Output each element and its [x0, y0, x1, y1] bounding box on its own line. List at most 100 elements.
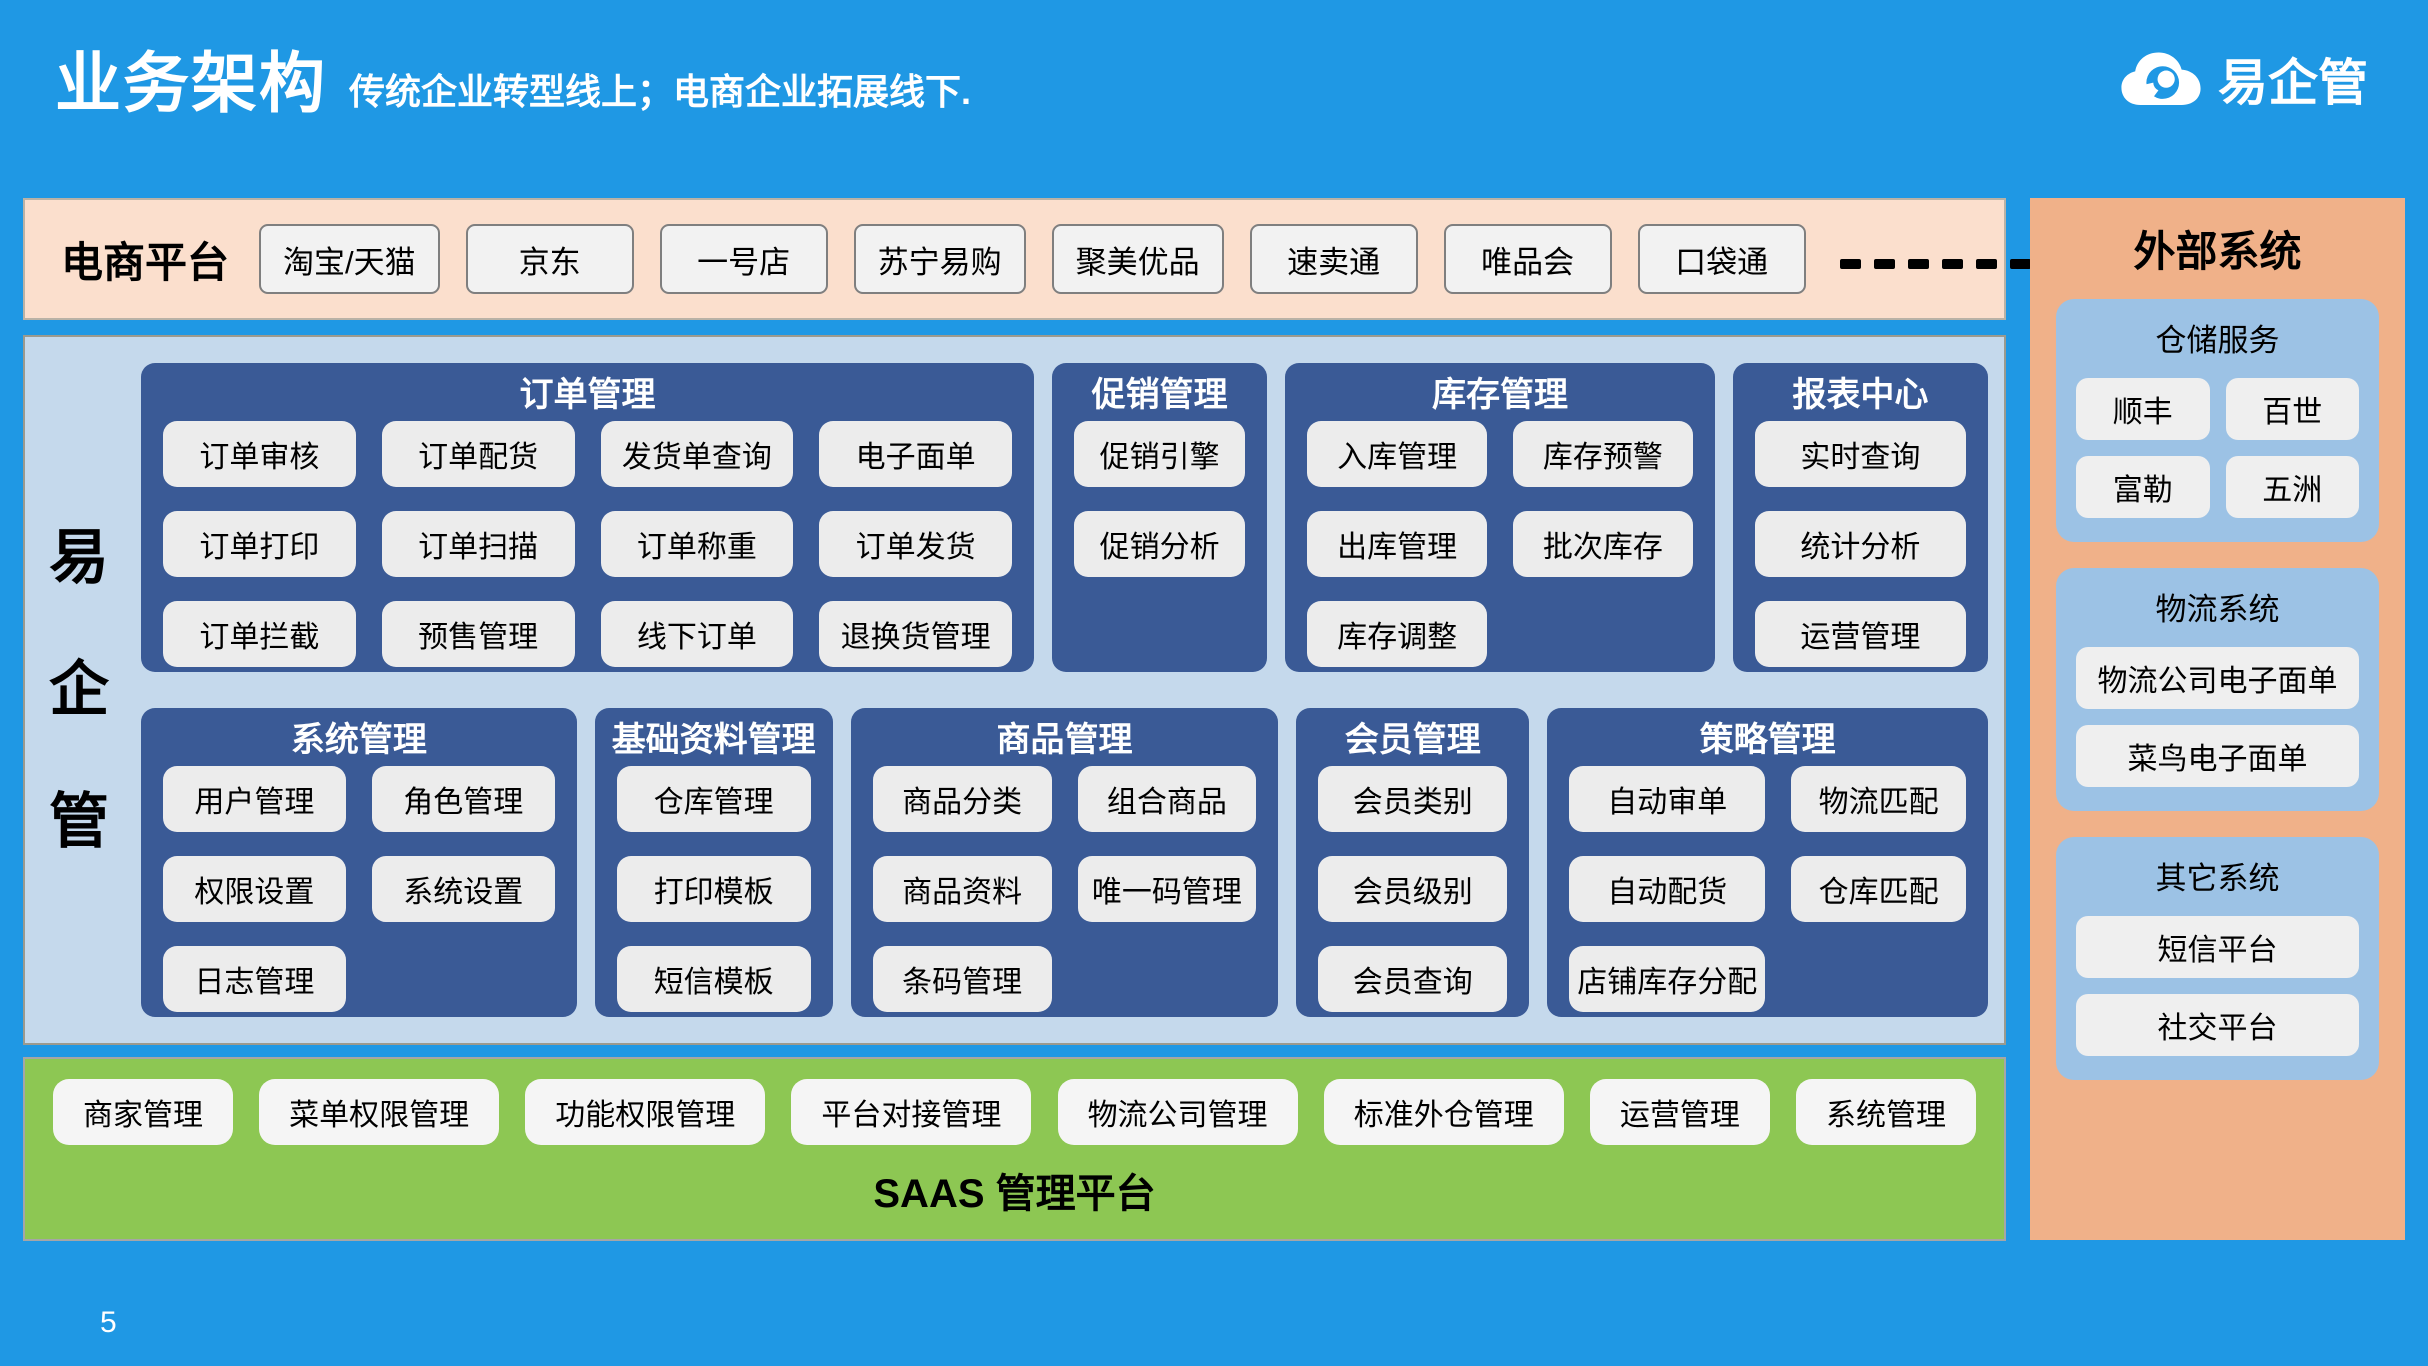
- module-panel: 库存管理入库管理库存预警出库管理批次库存库存调整: [1285, 363, 1715, 672]
- module-button[interactable]: 电子面单: [819, 421, 1012, 487]
- platform-button[interactable]: 京东: [465, 224, 634, 294]
- module-button[interactable]: 库存调整: [1307, 601, 1487, 667]
- module-button[interactable]: 店铺库存分配: [1569, 946, 1766, 1012]
- module-panel-grid: 入库管理库存预警出库管理批次库存库存调整: [1285, 419, 1714, 672]
- module-button[interactable]: 订单称重: [600, 511, 794, 577]
- external-system-button[interactable]: 短信平台: [2076, 916, 2359, 978]
- saas-module-button[interactable]: 系统管理: [1795, 1079, 1976, 1145]
- module-button[interactable]: 统计分析: [1754, 511, 1966, 577]
- module-button[interactable]: 短信模板: [616, 946, 811, 1012]
- module-button[interactable]: 订单审核: [163, 421, 356, 487]
- module-button[interactable]: 实时查询: [1754, 421, 1966, 487]
- module-button[interactable]: 组合商品: [1077, 766, 1257, 832]
- module-button[interactable]: 会员查询: [1318, 946, 1508, 1012]
- module-button[interactable]: 会员级别: [1318, 856, 1508, 922]
- module-button[interactable]: 订单配货: [381, 421, 575, 487]
- platform-list: 淘宝/天猫京东一号店苏宁易购聚美优品速卖通唯品会口袋通: [259, 224, 1806, 294]
- module-panel: 商品管理商品分类组合商品商品资料唯一码管理条码管理: [850, 708, 1279, 1017]
- module-button[interactable]: 订单拦截: [163, 601, 356, 667]
- platform-button[interactable]: 速卖通: [1249, 224, 1418, 294]
- module-button[interactable]: 仓库匹配: [1791, 856, 1966, 922]
- module-panel-title: 商品管理: [996, 720, 1133, 759]
- saas-module-button[interactable]: 功能权限管理: [525, 1079, 766, 1145]
- platform-button[interactable]: 聚美优品: [1051, 224, 1224, 294]
- saas-list: 商家管理菜单权限管理功能权限管理平台对接管理物流公司管理标准外仓管理运营管理系统…: [53, 1079, 1976, 1145]
- module-button[interactable]: 退换货管理: [819, 601, 1012, 667]
- module-button[interactable]: 会员类别: [1318, 766, 1508, 832]
- module-panel-title: 订单管理: [519, 375, 656, 414]
- external-system-button[interactable]: 菜鸟电子面单: [2076, 725, 2359, 787]
- module-panel: 报表中心实时查询统计分析运营管理: [1732, 363, 1988, 672]
- saas-module-button[interactable]: 菜单权限管理: [259, 1079, 500, 1145]
- external-system-button[interactable]: 百世: [2225, 378, 2359, 440]
- external-group-grid: 短信平台社交平台: [2076, 916, 2359, 1056]
- external-group-title: 物流系统: [2155, 592, 2280, 627]
- module-button[interactable]: 运营管理: [1754, 601, 1966, 667]
- external-system-button[interactable]: 物流公司电子面单: [2076, 647, 2359, 709]
- platform-button[interactable]: 唯品会: [1443, 224, 1612, 294]
- core-row-1: 系统管理用户管理角色管理权限设置系统设置日志管理基础资料管理仓库管理打印模板短信…: [141, 708, 1988, 1017]
- module-panel: 系统管理用户管理角色管理权限设置系统设置日志管理: [141, 708, 577, 1017]
- module-button[interactable]: 商品资料: [872, 856, 1052, 922]
- module-button[interactable]: 自动审单: [1569, 766, 1766, 832]
- module-button[interactable]: 物流匹配: [1791, 766, 1966, 832]
- module-button[interactable]: 自动配货: [1569, 856, 1766, 922]
- module-button[interactable]: 预售管理: [381, 601, 575, 667]
- core-rows: 订单管理订单审核订单配货发货单查询电子面单订单打印订单扫描订单称重订单发货订单拦…: [133, 363, 1988, 1017]
- module-button[interactable]: 出库管理: [1307, 511, 1487, 577]
- module-panel-grid: 仓库管理打印模板短信模板: [595, 764, 833, 1017]
- platform-button[interactable]: 口袋通: [1637, 224, 1806, 294]
- module-button[interactable]: 促销分析: [1074, 511, 1246, 577]
- external-groups: 仓储服务顺丰百世富勒五洲物流系统物流公司电子面单菜鸟电子面单其它系统短信平台社交…: [2056, 299, 2379, 1080]
- module-button[interactable]: 系统设置: [371, 856, 555, 922]
- module-button[interactable]: 日志管理: [163, 946, 346, 1012]
- module-button[interactable]: 库存预警: [1512, 421, 1693, 487]
- external-system-button[interactable]: 五洲: [2225, 456, 2359, 518]
- saas-module-button[interactable]: 运营管理: [1589, 1079, 1770, 1145]
- page-number: 5: [100, 1306, 117, 1339]
- vertical-brand-char: 易: [49, 524, 109, 591]
- module-button[interactable]: 打印模板: [616, 856, 811, 922]
- brand-logo: 易企管: [2118, 48, 2368, 117]
- module-button[interactable]: 角色管理: [371, 766, 555, 832]
- ellipsis-dash: [1975, 259, 1997, 269]
- module-button[interactable]: 批次库存: [1512, 511, 1693, 577]
- saas-module-button[interactable]: 平台对接管理: [791, 1079, 1032, 1145]
- module-button[interactable]: 用户管理: [163, 766, 346, 832]
- platform-button[interactable]: 一号店: [659, 224, 828, 294]
- external-system-button[interactable]: 顺丰: [2076, 378, 2210, 440]
- saas-module-button[interactable]: 商家管理: [53, 1079, 233, 1145]
- core-system-panel: 易企管 订单管理订单审核订单配货发货单查询电子面单订单打印订单扫描订单称重订单发…: [23, 335, 2006, 1045]
- module-button[interactable]: 条码管理: [872, 946, 1052, 1012]
- module-button[interactable]: 订单发货: [819, 511, 1012, 577]
- saas-module-button[interactable]: 标准外仓管理: [1323, 1079, 1564, 1145]
- vertical-brand-char: 管: [49, 788, 109, 855]
- module-panel-title: 报表中心: [1792, 375, 1929, 414]
- module-panel-title: 基础资料管理: [611, 720, 816, 759]
- external-system-button[interactable]: 富勒: [2076, 456, 2210, 518]
- vertical-brand-label: 易企管: [25, 363, 133, 1017]
- module-button[interactable]: 订单打印: [163, 511, 356, 577]
- ecommerce-bar-label: 电商平台: [61, 238, 230, 286]
- ellipsis-dash: [1839, 259, 1861, 269]
- external-group-title: 仓储服务: [2155, 323, 2280, 358]
- module-button[interactable]: 权限设置: [163, 856, 346, 922]
- external-systems-sidebar: 外部系统 仓储服务顺丰百世富勒五洲物流系统物流公司电子面单菜鸟电子面单其它系统短…: [2030, 198, 2405, 1240]
- saas-module-button[interactable]: 物流公司管理: [1057, 1079, 1298, 1145]
- page-subtitle: 传统企业转型线上；电商企业拓展线下.: [349, 71, 972, 112]
- external-system-button[interactable]: 社交平台: [2076, 994, 2359, 1056]
- platform-button[interactable]: 苏宁易购: [853, 224, 1026, 294]
- module-panel: 策略管理自动审单物流匹配自动配货仓库匹配店铺库存分配: [1547, 708, 1988, 1017]
- ellipsis-dots: [1839, 259, 2031, 269]
- module-button[interactable]: 订单扫描: [381, 511, 575, 577]
- module-button[interactable]: 唯一码管理: [1077, 856, 1257, 922]
- module-button[interactable]: 促销引擎: [1074, 421, 1246, 487]
- saas-platform-bar: 商家管理菜单权限管理功能权限管理平台对接管理物流公司管理标准外仓管理运营管理系统…: [23, 1057, 2006, 1241]
- module-button[interactable]: 仓库管理: [616, 766, 811, 832]
- module-button[interactable]: 商品分类: [872, 766, 1052, 832]
- module-button[interactable]: 发货单查询: [600, 421, 794, 487]
- module-panel: 会员管理会员类别会员级别会员查询: [1296, 708, 1530, 1017]
- module-button[interactable]: 线下订单: [600, 601, 794, 667]
- module-button[interactable]: 入库管理: [1307, 421, 1487, 487]
- platform-button[interactable]: 淘宝/天猫: [259, 224, 440, 294]
